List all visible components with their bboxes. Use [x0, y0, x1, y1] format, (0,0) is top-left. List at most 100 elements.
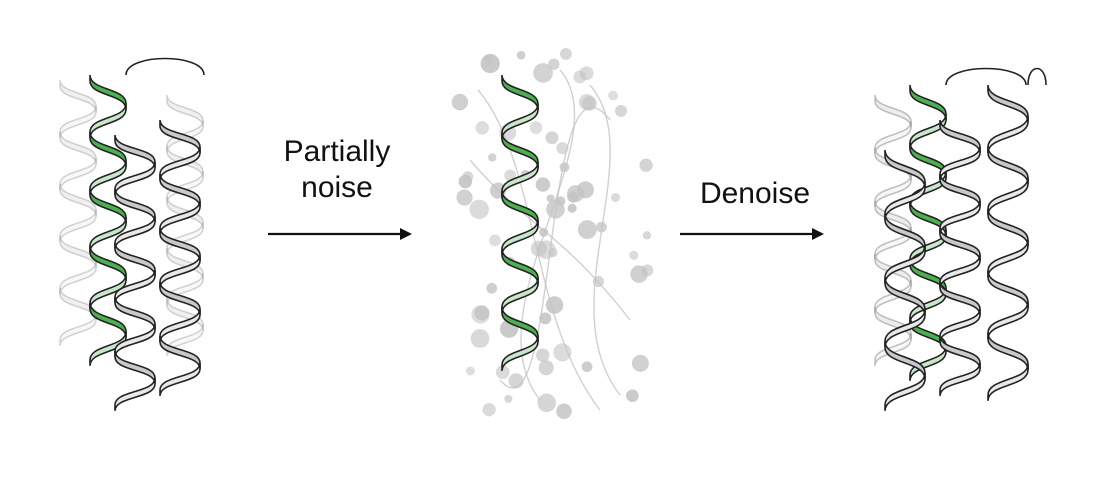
- helix-segment: [909, 84, 947, 121]
- partial-noise-label: Partially noise: [262, 134, 412, 206]
- noise-atom: [516, 50, 526, 60]
- helix-segment: [159, 173, 201, 208]
- noise-atom: [567, 203, 577, 213]
- noise-atom: [486, 282, 498, 294]
- helix-segment: [939, 119, 981, 154]
- noise-atom: [456, 189, 473, 206]
- helix-segment: [909, 287, 947, 324]
- noised-backbone-trace: [520, 69, 576, 401]
- noise-atom: [536, 348, 550, 362]
- noise-atom: [545, 131, 559, 145]
- noise-atom: [465, 366, 475, 376]
- noise-atom: [469, 199, 489, 220]
- helix-segment: [987, 363, 1029, 402]
- noised-backbone-trace: [589, 84, 621, 396]
- noise-atom: [641, 264, 654, 277]
- helix-segment: [166, 324, 204, 357]
- noise-atom: [535, 177, 551, 192]
- noise-atom: [559, 47, 572, 60]
- helix-segment: [874, 94, 912, 128]
- helix-loop: [125, 57, 205, 76]
- noise-atom: [474, 305, 490, 321]
- noise-atom: [592, 275, 604, 288]
- helix-segment: [987, 84, 1029, 123]
- denoise-label: Denoise: [699, 177, 811, 210]
- noise-atom: [573, 70, 587, 84]
- noise-atom: [458, 174, 473, 189]
- noise-atom: [556, 403, 572, 420]
- noise-atom: [639, 158, 653, 172]
- helix-bundle-with-motif-icon: [59, 57, 205, 412]
- helix-segment: [987, 115, 1029, 154]
- helix-segment: [114, 350, 156, 385]
- noise-atom: [482, 403, 496, 417]
- helix-loop: [945, 67, 1027, 86]
- helix-segment: [501, 277, 539, 314]
- partial-noise-label-line2: noise: [301, 171, 373, 204]
- helix-segment: [114, 377, 156, 412]
- noise-atom: [546, 199, 565, 219]
- helix-segment: [114, 188, 156, 223]
- noise-atom: [577, 220, 597, 240]
- noised-helix-structure-icon: [451, 47, 654, 420]
- noise-atom: [539, 227, 549, 237]
- helix-segment: [874, 333, 912, 367]
- helix-segment: [987, 177, 1029, 216]
- helix-segment: [987, 208, 1029, 247]
- helix-segment: [159, 362, 201, 397]
- noise-atom: [596, 221, 607, 233]
- noise-atom: [631, 354, 649, 372]
- helix-segment: [987, 239, 1029, 278]
- helix-segment: [884, 372, 926, 412]
- helix-segment: [166, 94, 204, 127]
- noise-atom: [642, 231, 652, 240]
- noise-atom: [495, 365, 510, 379]
- helix-segment: [987, 270, 1029, 309]
- noise-atom: [533, 63, 553, 83]
- helix-segment: [939, 362, 981, 397]
- noise-atom: [484, 54, 494, 64]
- noise-atom: [629, 250, 639, 260]
- noise-atom: [576, 181, 594, 199]
- noise-atom: [539, 312, 552, 325]
- helix-segment: [939, 308, 981, 343]
- noise-atom: [556, 142, 569, 155]
- noise-atom: [537, 393, 556, 413]
- helix-segment: [987, 146, 1029, 185]
- noise-atom: [470, 329, 490, 348]
- noise-atom: [529, 121, 543, 134]
- noise-atom: [626, 389, 639, 403]
- noise-atom: [508, 373, 524, 389]
- noise-atom: [475, 121, 489, 135]
- noise-atom: [504, 394, 513, 403]
- noise-atom: [545, 296, 564, 314]
- helix-segment: [501, 248, 539, 285]
- noise-atom: [581, 361, 593, 373]
- noise-atom: [611, 192, 621, 202]
- noise-atom: [538, 360, 554, 376]
- helix-segment: [909, 345, 947, 382]
- helix-segment: [59, 261, 97, 295]
- noise-atom: [536, 240, 556, 260]
- helix-segment: [501, 335, 539, 372]
- helix-segment: [939, 254, 981, 289]
- helix-segment: [59, 313, 97, 347]
- denoised-helix-bundle-icon: [874, 67, 1047, 412]
- helix-segment: [909, 113, 947, 150]
- noise-atom: [578, 93, 595, 111]
- helix-segment: [987, 301, 1029, 340]
- noise-atom: [553, 343, 572, 362]
- helix-loop: [1027, 67, 1047, 86]
- helix-segment: [59, 209, 97, 243]
- noise-atom: [559, 162, 570, 173]
- helix-segment: [114, 161, 156, 196]
- helix-segment: [501, 74, 539, 111]
- helix-segment: [987, 332, 1029, 371]
- partial-noise-label-line1: Partially: [283, 135, 391, 168]
- noise-atom: [488, 153, 497, 162]
- helix-segment: [874, 121, 912, 155]
- noise-atom: [489, 234, 501, 247]
- noise-atom: [614, 104, 628, 118]
